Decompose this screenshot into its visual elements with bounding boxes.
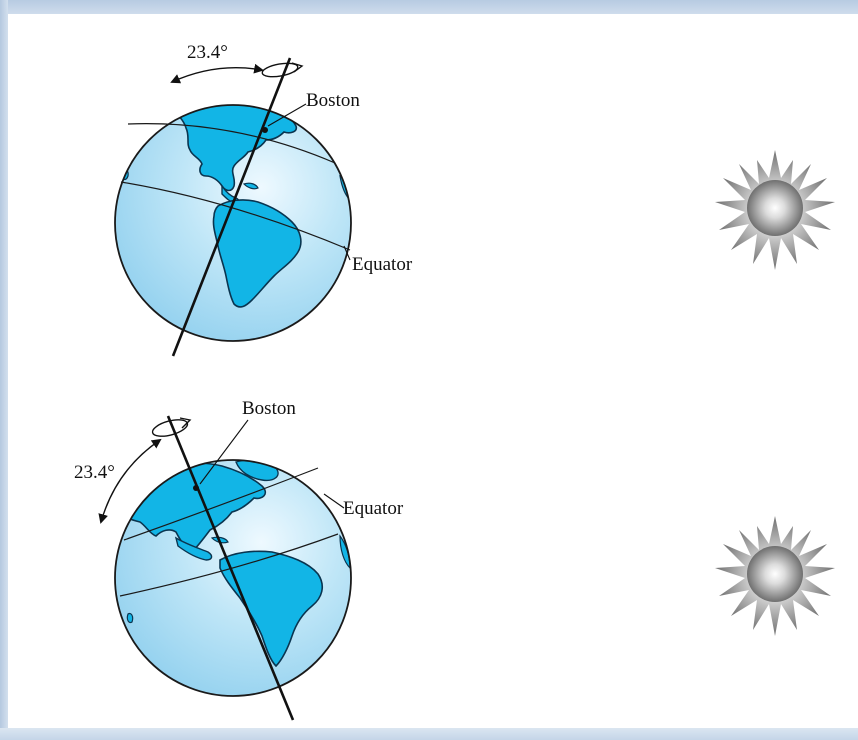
top-globe-outline bbox=[114, 104, 352, 342]
figure-panel: 23.4° Boston Equator bbox=[8, 14, 858, 728]
top-south-america bbox=[212, 199, 302, 308]
bottom-equator-line bbox=[119, 533, 339, 597]
earth-tilt-diagram: 23.4° Boston Equator bbox=[74, 42, 835, 721]
bottom-equator-label: Equator bbox=[343, 498, 404, 519]
sun-icon bbox=[715, 150, 835, 270]
bottom-tilt-arc bbox=[98, 438, 162, 524]
top-globe: 23.4° Boston Equator bbox=[114, 42, 413, 357]
bottom-rotation-axis bbox=[166, 415, 295, 721]
bottom-equator-leader bbox=[323, 493, 345, 509]
bottom-globe-outline bbox=[114, 459, 352, 697]
bottom-angle-label: 23.4° bbox=[74, 462, 115, 483]
bottom-pacific-island bbox=[126, 612, 134, 624]
sun-icon bbox=[715, 516, 835, 636]
top-tilt-arc bbox=[170, 63, 264, 84]
top-boston-leader bbox=[267, 103, 307, 127]
bottom-spin-arrowhead bbox=[179, 417, 192, 429]
top-caribbean bbox=[242, 182, 259, 190]
top-equator-line bbox=[120, 181, 351, 251]
bottom-boston-label: Boston bbox=[242, 398, 296, 419]
top-spin-arrowhead bbox=[291, 62, 304, 73]
top-equator-leader bbox=[343, 245, 351, 261]
window-left-border bbox=[0, 0, 8, 740]
top-rotation-axis bbox=[171, 57, 292, 357]
window-bottom-border bbox=[0, 728, 858, 740]
bottom-central-america bbox=[174, 536, 213, 561]
top-boston-label: Boston bbox=[306, 90, 360, 111]
bottom-boston-leader bbox=[199, 419, 249, 485]
top-boston-latitude bbox=[127, 123, 336, 164]
window-top-border bbox=[0, 0, 858, 14]
top-angle-label: 23.4° bbox=[187, 42, 228, 63]
bottom-globe: Boston 23.4° Equator bbox=[74, 398, 404, 721]
top-equator-label: Equator bbox=[352, 254, 413, 275]
